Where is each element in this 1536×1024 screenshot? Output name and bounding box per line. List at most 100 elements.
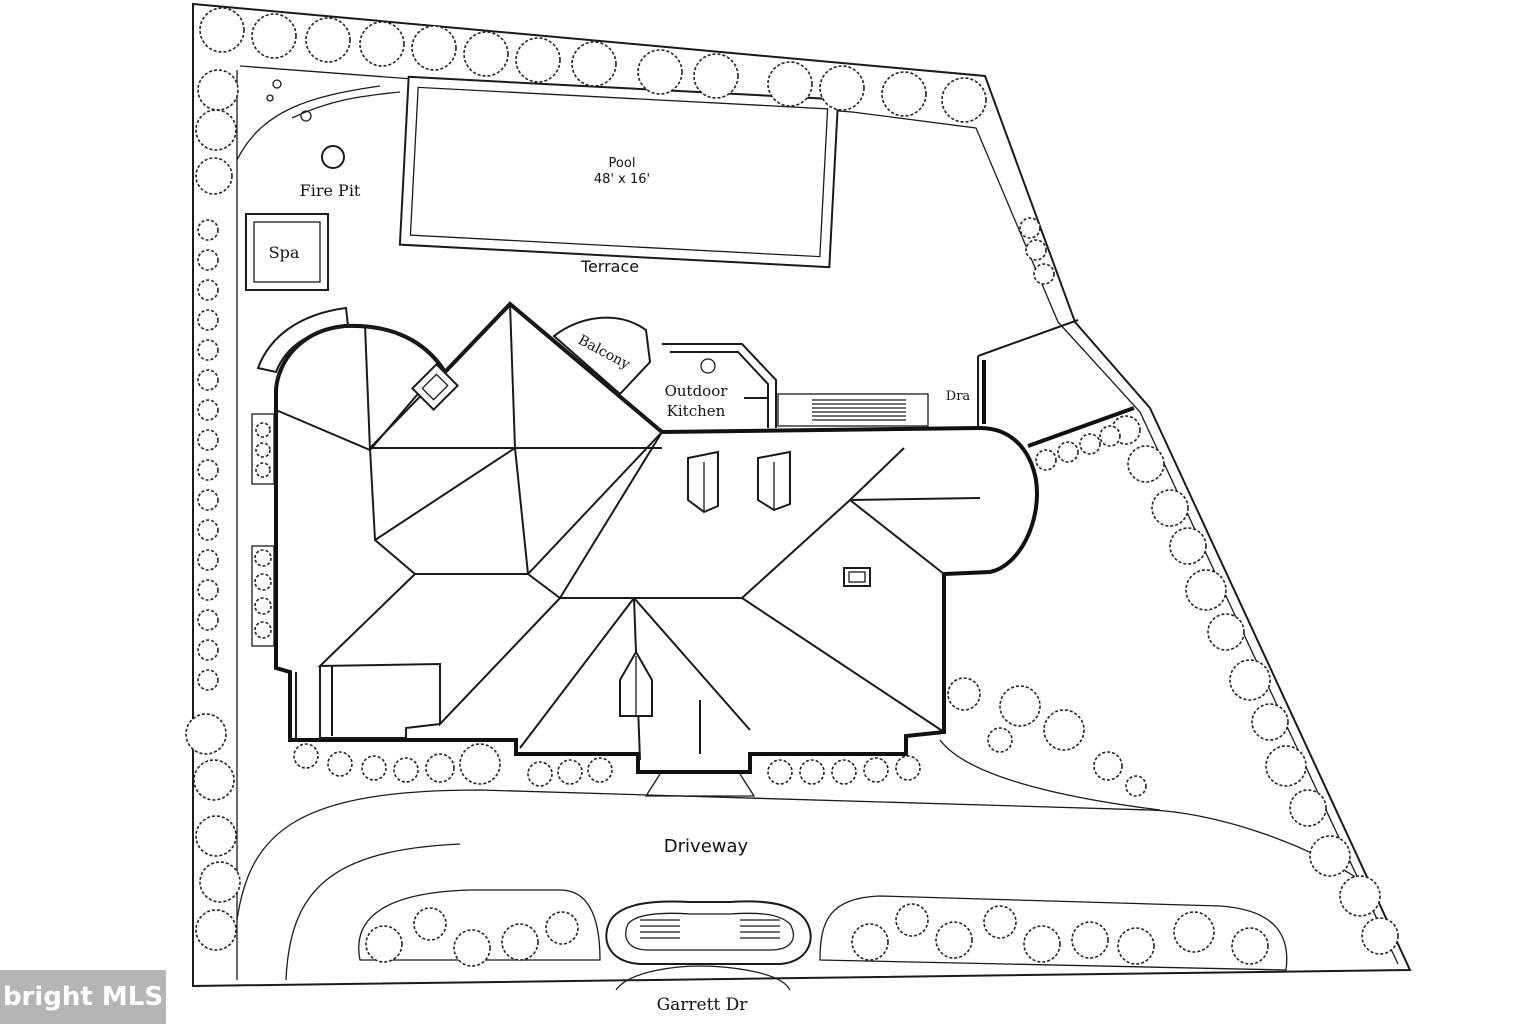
shrub — [1035, 449, 1057, 471]
tree — [453, 929, 491, 967]
shrub — [1099, 425, 1121, 447]
tree — [1185, 569, 1227, 611]
tree — [571, 41, 617, 87]
fire-pit — [321, 145, 345, 169]
tree — [1071, 921, 1109, 959]
street-label: Garrett Dr — [657, 995, 749, 1015]
tree — [767, 61, 813, 107]
spa — [245, 213, 329, 291]
shrub — [459, 743, 501, 785]
tree — [501, 923, 539, 961]
tree — [983, 905, 1017, 939]
driveway-label: Driveway — [664, 836, 749, 857]
shrub — [587, 757, 613, 783]
planter-shrub — [254, 621, 272, 639]
tree — [195, 109, 237, 151]
fire-pit-label: Fire Pit — [300, 181, 361, 200]
planter-shrub — [254, 549, 272, 567]
front-planter — [358, 889, 1288, 971]
tree — [935, 921, 973, 959]
pebble — [266, 94, 274, 102]
tree — [199, 861, 241, 903]
pool — [398, 75, 840, 269]
tree-row-front-planters — [365, 903, 1269, 967]
tree — [637, 49, 683, 95]
tree-row-left — [185, 69, 241, 951]
tree — [197, 369, 219, 391]
spa-inner — [253, 221, 321, 283]
rear-steps — [777, 393, 929, 427]
shrub — [557, 759, 583, 785]
tree — [197, 279, 219, 301]
tree — [1361, 917, 1399, 955]
tree — [197, 249, 219, 271]
tree — [197, 309, 219, 331]
pool-name-label: Pool — [609, 156, 636, 171]
shrub — [831, 759, 857, 785]
tree — [359, 21, 405, 67]
planter-shrub — [255, 442, 271, 458]
pebble — [300, 110, 312, 122]
shrub — [293, 743, 319, 769]
house-outline — [274, 301, 1039, 774]
tree — [197, 429, 219, 451]
driveway-edge — [236, 739, 1361, 981]
tree — [1173, 911, 1215, 953]
tree — [193, 759, 235, 801]
tree — [515, 37, 561, 83]
garden-path — [236, 85, 401, 161]
tree — [693, 53, 739, 99]
tree — [195, 157, 233, 195]
tree — [305, 17, 351, 63]
planter-shrub — [254, 573, 272, 591]
shrub — [361, 755, 387, 781]
tree — [195, 909, 237, 951]
tree — [411, 25, 457, 71]
shrub — [999, 685, 1041, 727]
sink — [700, 358, 716, 374]
tree — [197, 459, 219, 481]
tree — [197, 549, 219, 571]
tree — [1025, 239, 1047, 261]
shrub — [895, 755, 921, 781]
tree — [463, 31, 509, 77]
entry-steps — [640, 919, 780, 939]
chimney-inner — [421, 373, 449, 401]
tree — [819, 65, 865, 111]
tree — [1309, 835, 1351, 877]
property-boundary — [192, 2, 1412, 988]
tree — [195, 815, 237, 857]
tree — [413, 907, 447, 941]
tree — [941, 77, 987, 123]
garage-wing — [295, 666, 441, 739]
planter-box — [251, 413, 275, 485]
tree-row-top — [199, 7, 987, 123]
shrub — [425, 753, 455, 783]
spa-label: Spa — [269, 243, 300, 262]
tree — [197, 489, 219, 511]
entry-oval-inner — [625, 912, 794, 951]
tree — [881, 71, 927, 117]
shrub — [1079, 433, 1101, 455]
shrub — [327, 751, 353, 777]
tree — [197, 669, 219, 691]
shrub — [987, 727, 1013, 753]
tree — [365, 925, 403, 963]
shrub — [863, 757, 889, 783]
tree — [197, 69, 239, 111]
shrub — [799, 759, 825, 785]
tree — [1127, 445, 1165, 483]
tree — [851, 923, 889, 961]
tree — [1229, 659, 1271, 701]
pool-size-label: 48' x 16' — [594, 172, 650, 187]
watermark-text: bright MLS — [2, 982, 164, 1012]
tree — [197, 639, 219, 661]
tree — [1251, 703, 1289, 741]
tree-row-right — [1019, 217, 1399, 955]
tree — [545, 911, 579, 945]
pebble — [272, 79, 282, 89]
tree — [1169, 527, 1207, 565]
tree — [895, 903, 929, 937]
outdoor-kitchen-label-1: Outdoor — [665, 382, 729, 400]
